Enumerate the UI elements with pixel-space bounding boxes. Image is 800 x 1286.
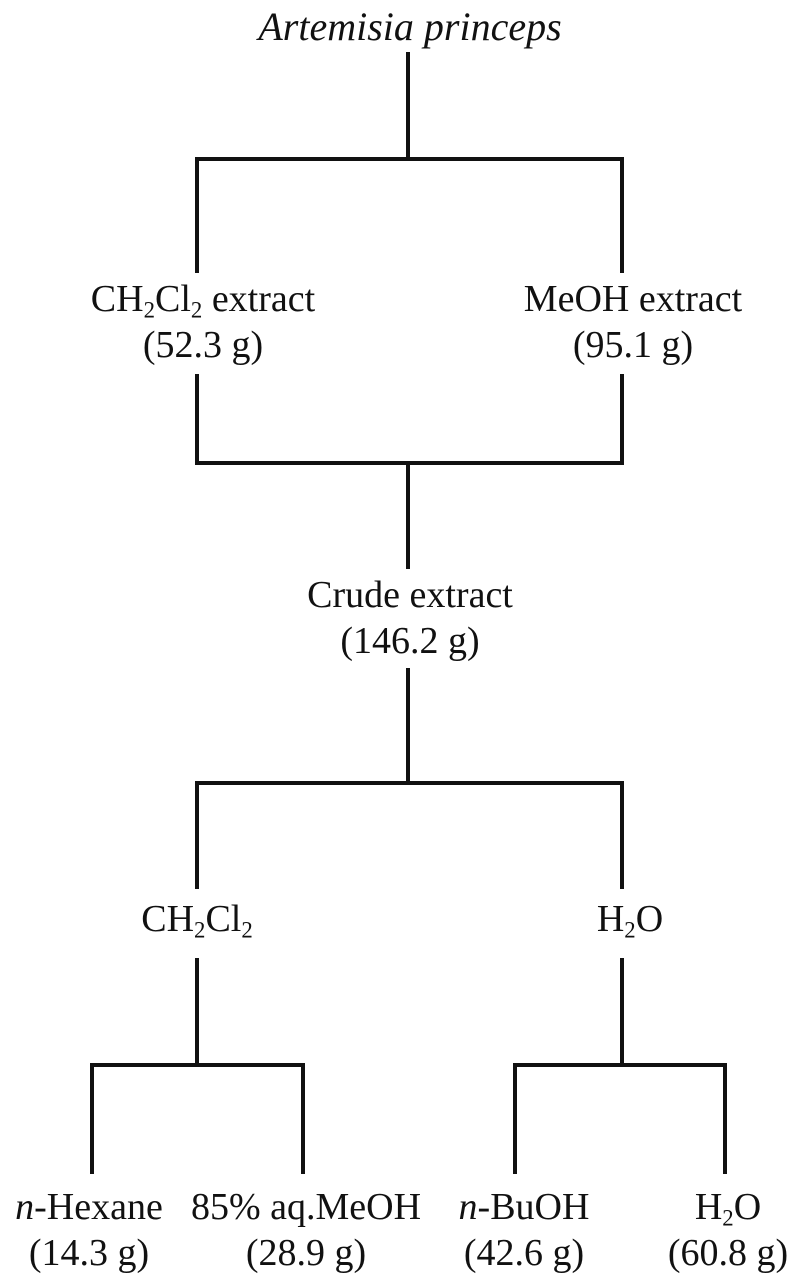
fork2-bar-line <box>195 781 624 785</box>
merge-right-drop-line <box>620 374 624 465</box>
node-ch2cl2-extract: CH2Cl2 extract (52.3 g) <box>91 276 315 368</box>
fork2-right-drop-line <box>620 781 624 889</box>
node-ch2cl2-extract-amount: (52.3 g) <box>142 324 264 366</box>
crude-stem-line <box>406 668 410 783</box>
fork1-right-drop-line <box>620 157 624 273</box>
node-meoh-extract-label: MeOH extract <box>523 278 743 320</box>
node-h2o-layer: H2O <box>597 896 663 942</box>
node-h2o-final-amount: (60.8 g) <box>667 1232 789 1274</box>
node-ch2cl2-layer-label: CH2Cl2 <box>141 898 253 943</box>
node-aq-meoh: 85% aq.MeOH (28.9 g) <box>191 1184 421 1276</box>
ch2cl2-stem-line <box>195 958 199 1067</box>
h2o-stem-line <box>620 958 624 1067</box>
node-aq-meoh-label: 85% aq.MeOH <box>190 1186 422 1228</box>
node-crude-extract-amount: (146.2 g) <box>340 620 480 662</box>
node-crude-extract: Crude extract (146.2 g) <box>307 572 513 664</box>
merge-left-drop-line <box>195 374 199 465</box>
node-aq-meoh-amount: (28.9 g) <box>245 1232 367 1274</box>
fork3-left-bar-line <box>90 1063 305 1067</box>
node-meoh-extract: MeOH extract (95.1 g) <box>524 276 742 368</box>
node-n-hexane: n-Hexane (14.3 g) <box>15 1184 163 1276</box>
node-h2o-final-label: H2O <box>694 1186 762 1231</box>
fork3-hexane-drop-line <box>90 1063 94 1174</box>
node-ch2cl2-extract-label: CH2Cl2 extract <box>90 278 316 323</box>
fork3-aqmeoh-drop-line <box>301 1063 305 1174</box>
fork3-buoh-drop-line <box>513 1063 517 1174</box>
node-n-buoh-amount: (42.6 g) <box>463 1232 585 1274</box>
fork2-left-drop-line <box>195 781 199 889</box>
node-h2o-final: H2O (60.8 g) <box>668 1184 788 1276</box>
node-n-hexane-label: n-Hexane <box>15 1186 163 1228</box>
plant-species-title: Artemisia princeps <box>258 4 562 49</box>
root-stem-line <box>406 52 410 158</box>
fork1-left-drop-line <box>195 157 199 273</box>
node-n-buoh-label: n-BuOH <box>458 1186 590 1228</box>
node-h2o-layer-label: H2O <box>596 898 664 943</box>
node-n-hexane-amount: (14.3 g) <box>28 1232 150 1274</box>
node-ch2cl2-layer: CH2Cl2 <box>141 896 253 942</box>
node-crude-extract-label: Crude extract <box>307 574 513 616</box>
fork3-right-bar-line <box>513 1063 727 1067</box>
node-meoh-extract-amount: (95.1 g) <box>572 324 694 366</box>
merge-stem-line <box>406 463 410 569</box>
fork3-h2o-drop-line <box>723 1063 727 1174</box>
node-n-buoh: n-BuOH (42.6 g) <box>459 1184 590 1276</box>
fork1-bar-line <box>195 157 624 161</box>
